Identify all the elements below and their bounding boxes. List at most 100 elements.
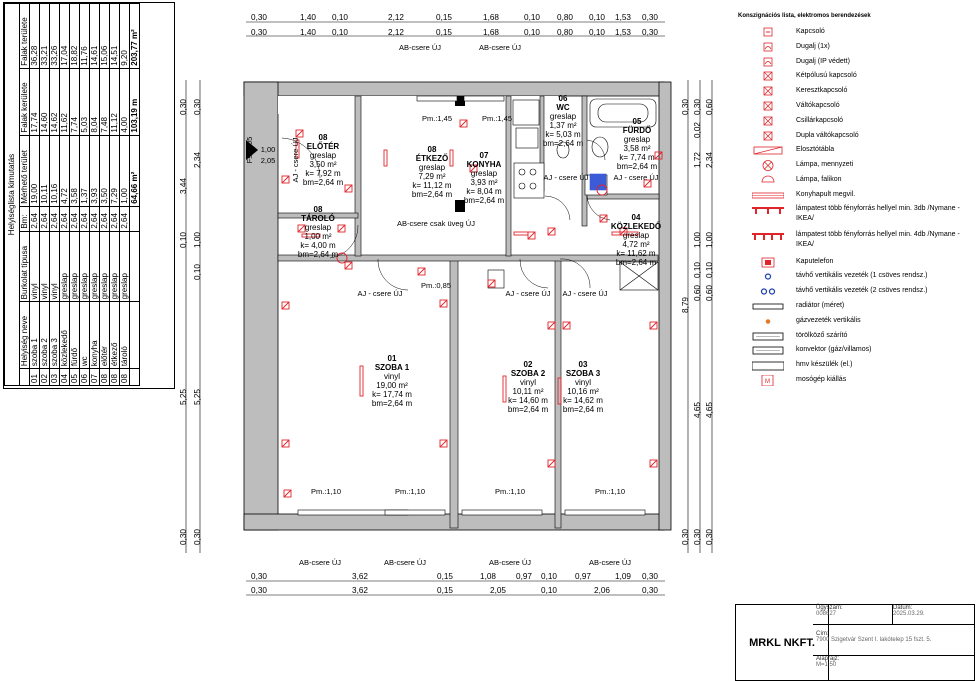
table-cell: 2,64	[79, 206, 90, 232]
dim-left-label: 0,30	[193, 99, 202, 115]
parapet-label: Pm.:0,85	[421, 281, 451, 290]
light-fixture-icon	[449, 149, 454, 167]
title-block: MRKL NKFT. Ügyszám: 008627 Dátum: 2025.0…	[735, 604, 975, 681]
room-furdo-label: k= 7,74 m	[619, 153, 655, 162]
legend-label: Elosztótábla	[796, 146, 835, 154]
legend-item: Dupla váltókapcsoló	[738, 130, 973, 145]
legend-item: hmv készülék (el.)	[738, 359, 973, 374]
room-etkezo-label: 7,29 m²	[418, 172, 445, 181]
outlet-icon-mark	[459, 119, 468, 128]
table-cell: 33,26	[49, 3, 60, 69]
table-cell: előtér	[99, 301, 110, 369]
dim-top-label: 2,12	[388, 13, 404, 22]
table-cell: 33,21	[39, 3, 50, 69]
outlet-icon	[469, 164, 478, 173]
legend-item: lámpatest több fényforrás hellyel min. 4…	[738, 230, 973, 256]
room-tarolo-label: 08	[314, 205, 323, 214]
table-cell: 04	[59, 368, 70, 386]
outlet-icon	[344, 184, 353, 193]
door-note: AJ - csere ÚJ	[613, 173, 658, 182]
entry-label: Fszt. 05	[245, 137, 254, 164]
table-cell: greslap	[79, 231, 90, 302]
room-eloter-label: 3,50 m²	[309, 160, 336, 169]
parapet-label: Pm.:1,45	[422, 114, 452, 123]
dim-top-label: 0,30	[251, 28, 267, 37]
door-note: AJ - csere ÚJ	[543, 173, 588, 182]
room-etkezo-label: greslap	[419, 163, 446, 172]
dim-bottom-label: 3,62	[352, 586, 368, 595]
room-konyha-label: 07	[480, 151, 489, 160]
ketpolusu-kapcsolo-icon	[752, 71, 784, 82]
table-cell: 08	[109, 368, 120, 386]
table-cell: 2,64	[119, 206, 130, 232]
dim-right-label: 8,79	[681, 297, 690, 313]
svg-text:M: M	[765, 379, 770, 385]
room-table-header: Falak kerülete	[19, 68, 30, 136]
dim-top-label: 1,40	[300, 13, 316, 22]
light-fixture-icon	[359, 365, 364, 397]
table-cell: szoba 1	[29, 301, 40, 369]
outlet-icon-mark	[439, 439, 448, 448]
room-furdo-label: 3,58 m²	[623, 144, 650, 153]
table-cell: 2,64	[99, 206, 110, 232]
legend-item: konvektor (gáz/villamos)	[738, 344, 973, 359]
outlet-icon-mark	[599, 214, 608, 223]
legend-label: Dugalj (IP védett)	[796, 57, 850, 65]
dim-right-label: 2,34	[705, 152, 714, 168]
dim-right-label: 1,72	[693, 152, 702, 168]
outlet-icon-mark	[281, 439, 290, 448]
dim-top-label: 1,53	[615, 28, 631, 37]
alaprajz-label: Alaprajz:	[816, 656, 840, 662]
table-cell: wc	[79, 301, 90, 369]
outlet-icon-mark	[654, 151, 663, 160]
table-total-cell	[129, 368, 140, 386]
outlet-icon	[417, 267, 426, 276]
room-kozlekedo-label: KÖZLEKEDŐ	[611, 222, 661, 231]
outlet-icon	[344, 261, 353, 270]
outlet-icon	[439, 299, 448, 308]
entry-height: 2,05	[261, 156, 276, 165]
table-cell: 2,64	[39, 206, 50, 232]
table-cell: 03	[49, 368, 60, 386]
light-fixture-icon	[611, 231, 639, 236]
legend-label: lámpatest több fényforrás hellyel min. 3…	[796, 204, 960, 222]
dim-bottom-label: 1,08	[480, 572, 496, 581]
door-note: AB-csere ÚJ	[384, 558, 426, 567]
dim-left-label: 0,10	[193, 264, 202, 280]
legend: Konszignációs lista, elektromos berendez…	[738, 12, 973, 389]
outlet-icon	[654, 151, 663, 160]
legend-item: Kaputelefon	[738, 256, 973, 271]
cim-value: 7900 Szigetvár Szent I. lakótelep 15 fsz…	[816, 637, 932, 643]
table-cell: konyha	[89, 301, 100, 369]
dim-top-label: 0,10	[589, 13, 605, 22]
room-szoba3-label: vinyl	[575, 378, 591, 387]
table-cell: greslap	[89, 231, 100, 302]
room-konyha-label: 3,93 m²	[470, 178, 497, 187]
table-cell: 3,50	[99, 135, 110, 207]
table-total-cell: 103,19 m	[129, 68, 140, 136]
legend-item: Elosztótábla	[738, 144, 973, 159]
table-cell: 7,29	[109, 135, 120, 207]
outlet-icon	[295, 129, 304, 138]
table-cell: 14,60	[39, 68, 50, 136]
room-etkezo-label: ÉTKEZŐ	[416, 154, 448, 163]
walls	[243, 81, 672, 531]
table-cell: 18,82	[69, 3, 80, 69]
legend-label: Keresztkapcsoló	[796, 87, 848, 95]
room-table-title: Helyiséglista kimutatás	[4, 3, 19, 386]
dim-left-label: 5,25	[193, 389, 202, 405]
outlet-icon	[547, 227, 556, 236]
outlet-icon-mark	[281, 301, 290, 310]
dim-top-label: 1,53	[615, 13, 631, 22]
door-note: AB-csere ÚJ	[479, 43, 521, 52]
dim-top-label: 1,40	[300, 28, 316, 37]
room-eloter-label: greslap	[310, 151, 337, 160]
dim-top-label: 0,10	[524, 13, 540, 22]
table-cell: 05	[69, 368, 80, 386]
